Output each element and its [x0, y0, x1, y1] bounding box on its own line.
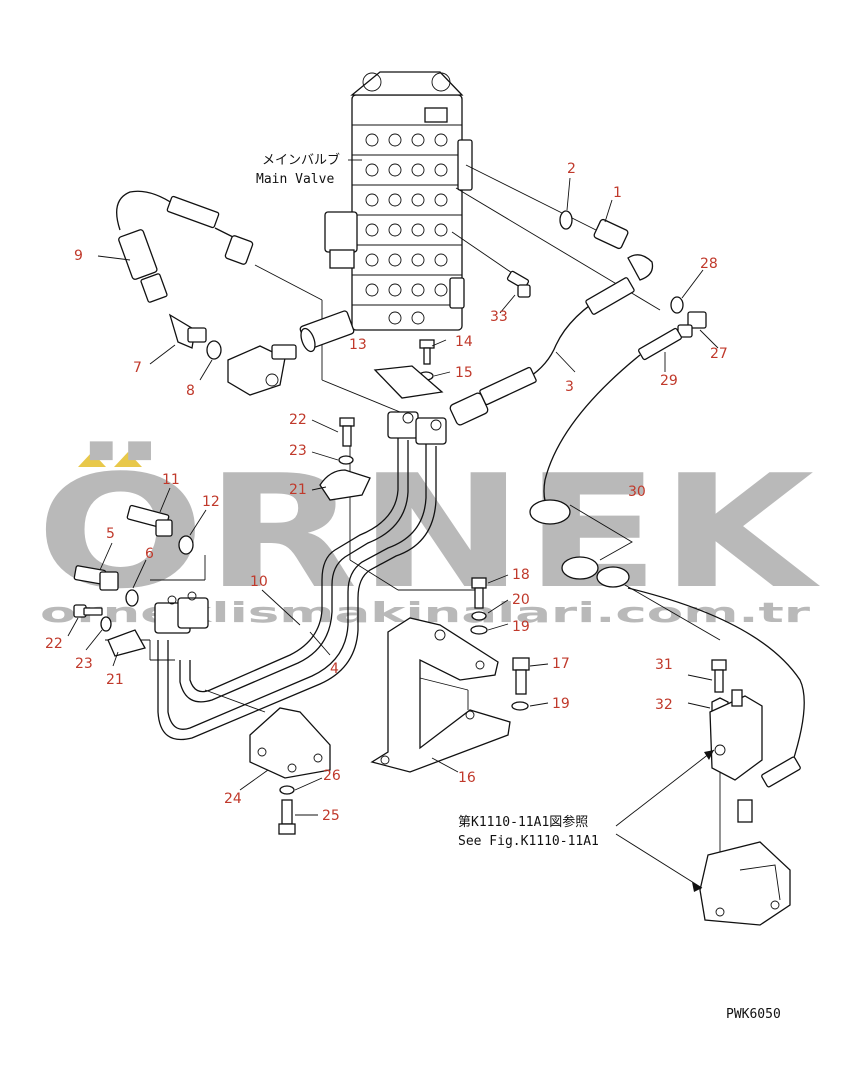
washer-19-upper — [470, 625, 488, 635]
part-number-1: 1 — [613, 185, 622, 201]
o-ring-12 — [178, 535, 194, 555]
washer-23-upper — [338, 455, 354, 465]
fitting-13 — [299, 310, 355, 353]
fitting-5 — [73, 565, 119, 591]
bolt-17 — [512, 657, 530, 695]
part-number-31: 31 — [655, 657, 673, 673]
part-numbers: 1 2 3 4 5 6 7 8 9 10 11 12 13 14 15 16 1… — [45, 161, 728, 824]
fitting-33 — [506, 270, 531, 298]
see-fig-label-jp: 第K1110-11A1図参照 — [458, 814, 588, 830]
fitting-1 — [593, 218, 654, 281]
part-number-19-lower: 19 — [552, 696, 570, 712]
fitting-11 — [126, 504, 173, 537]
part-number-23-lower: 23 — [75, 656, 93, 672]
part-number-25: 25 — [322, 808, 340, 824]
watermark: ÖRNEK orneklismakinalari.com.tr — [36, 440, 821, 629]
part-number-9: 9 — [74, 248, 83, 264]
washer-19-lower — [511, 701, 529, 711]
part-number-33: 33 — [490, 309, 508, 325]
bolt-14 — [419, 339, 435, 365]
part-number-15: 15 — [455, 365, 473, 381]
clamp-30 — [529, 499, 805, 771]
part-number-13: 13 — [349, 337, 367, 353]
part-number-17: 17 — [552, 656, 570, 672]
part-number-11: 11 — [162, 472, 180, 488]
part-number-3: 3 — [565, 379, 574, 395]
bracket-16 — [370, 617, 511, 773]
part-number-29: 29 — [660, 373, 678, 389]
o-ring-2 — [559, 210, 573, 230]
o-ring-28 — [670, 296, 684, 314]
part-number-19-upper: 19 — [512, 619, 530, 635]
bolt-31 — [711, 659, 727, 693]
pipe-4 — [157, 444, 437, 741]
arrow-head — [692, 882, 702, 892]
part-number-20: 20 — [512, 592, 530, 608]
part-number-14: 14 — [455, 334, 473, 350]
part-number-21-lower: 21 — [106, 672, 124, 688]
part-number-26: 26 — [323, 768, 341, 784]
bolt-18 — [471, 577, 487, 609]
o-ring-6 — [125, 589, 139, 607]
part-number-32: 32 — [655, 697, 673, 713]
drawing-code: PWK6050 — [726, 1007, 781, 1022]
part-number-22-upper: 22 — [289, 412, 307, 428]
washer-23-lower — [100, 616, 112, 632]
bolt-25 — [278, 799, 296, 835]
part-number-7: 7 — [133, 360, 142, 376]
hose-3 — [449, 277, 635, 426]
part-number-27: 27 — [710, 346, 728, 362]
watermark-accent-mark — [78, 452, 106, 467]
fitting-27 — [677, 311, 707, 338]
main-valve-label-en: Main Valve — [256, 172, 334, 187]
part-number-30: 30 — [628, 484, 646, 500]
watermark-accent-mark — [114, 452, 142, 467]
part-number-18: 18 — [512, 567, 530, 583]
see-fig-arrow — [615, 833, 703, 889]
hose-9 — [116, 190, 254, 303]
part-number-6: 6 — [145, 546, 154, 562]
washer-20 — [471, 611, 487, 621]
elbow-block — [227, 344, 297, 396]
part-number-22-lower: 22 — [45, 636, 63, 652]
sensor-block — [709, 689, 801, 823]
number-leaders — [67, 177, 719, 816]
part-number-28: 28 — [700, 256, 718, 272]
clamp-21-lower — [107, 629, 146, 657]
part-number-12: 12 — [202, 494, 220, 510]
part-number-2: 2 — [567, 161, 576, 177]
bolt-22-upper — [339, 417, 355, 447]
pipe-10 — [179, 438, 409, 703]
fitting-7 — [168, 313, 207, 349]
clamp-21-upper — [319, 469, 371, 501]
pump-housing — [699, 841, 791, 926]
main-valve-label-jp: メインバルブ — [262, 152, 340, 168]
bracket-24 — [249, 707, 331, 779]
bolt-22-lower — [73, 604, 103, 618]
arrow-head — [704, 750, 714, 760]
part-number-4: 4 — [330, 661, 339, 677]
part-number-24: 24 — [224, 791, 242, 807]
o-ring-8 — [206, 340, 222, 360]
see-fig-arrow — [615, 749, 715, 827]
part-number-21-upper: 21 — [289, 482, 307, 498]
part-number-16: 16 — [458, 770, 476, 786]
plate-clamp — [373, 365, 444, 399]
see-fig-label-en: See Fig.K1110-11A1 — [458, 834, 599, 849]
pipe-block-top — [387, 411, 447, 445]
pipe-block-bottom — [154, 591, 209, 634]
part-number-5: 5 — [106, 526, 115, 542]
part-number-10: 10 — [250, 574, 268, 590]
part-number-23-upper: 23 — [289, 443, 307, 459]
washer-26 — [279, 785, 295, 795]
part-number-8: 8 — [186, 383, 195, 399]
main-valve — [324, 71, 473, 331]
